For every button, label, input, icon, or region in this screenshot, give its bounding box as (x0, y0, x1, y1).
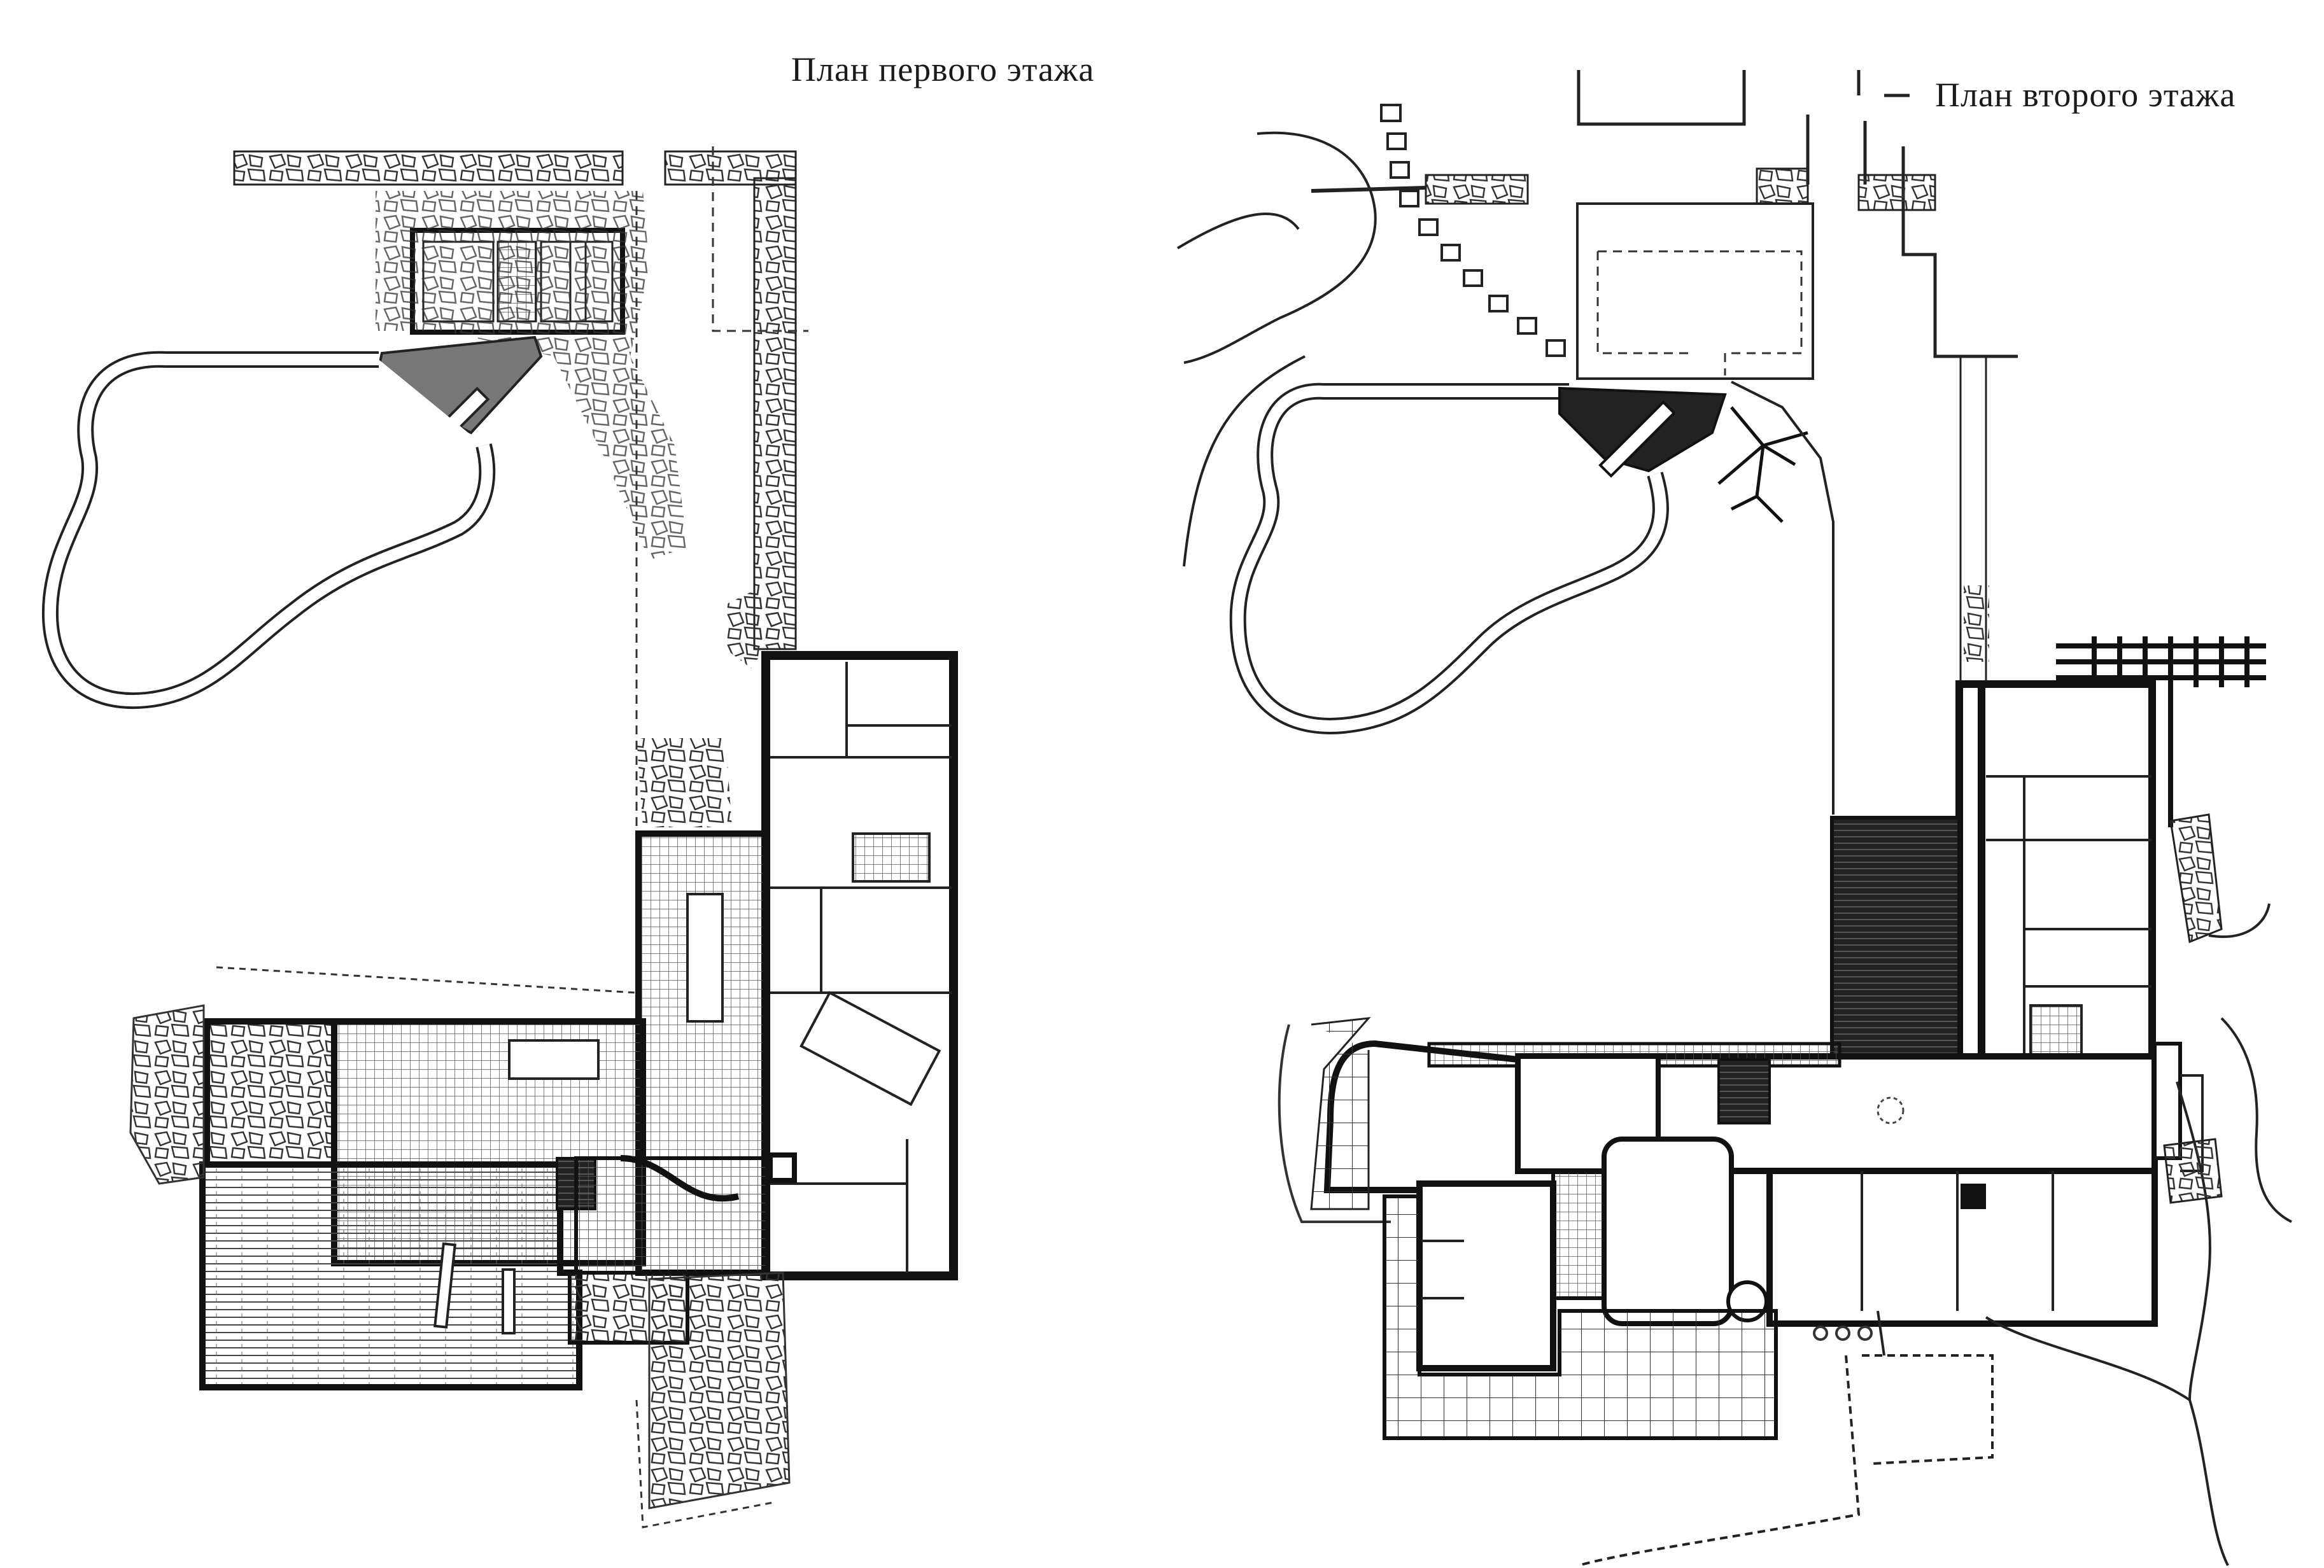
east-stepping-stones (2169, 813, 2223, 944)
first-floor-plan (41, 146, 958, 1529)
north-boundary (1577, 70, 2018, 358)
second-floor-caption: План второго этажа (1935, 76, 2236, 114)
north-stone-wall (233, 150, 624, 186)
sauna-stone-paving (376, 191, 687, 560)
east-stone-wall (753, 177, 797, 650)
tree-symbol (1717, 406, 1808, 523)
entry-lights (1813, 1326, 1873, 1341)
east-stones (1964, 585, 1989, 662)
west-rubble-garden (129, 1004, 205, 1185)
second-floor-plan (1176, 70, 2292, 1567)
bedroom-wing (761, 651, 958, 1280)
fireplace-wall (620, 1155, 740, 1202)
sauna-roof (1576, 202, 1814, 380)
north-stone-wall-4 (1857, 174, 1936, 211)
first-floor-caption: План первого этажа (791, 50, 1095, 88)
swimming-pool (41, 351, 496, 710)
courtyard-edge (635, 146, 808, 827)
first-floor-terrace (199, 1161, 582, 1390)
entry-stones (637, 738, 732, 827)
south-paths (1578, 1354, 1994, 1567)
west-paved-terrace (1310, 1017, 1371, 1210)
south-stone-path (648, 1271, 791, 1509)
courtyard-boundary-2 (1731, 381, 1835, 815)
north-stone-wall-3 (1756, 167, 1809, 205)
upper-terrace-slats (1830, 816, 1961, 1065)
south-paved-terrace (1383, 1194, 1778, 1440)
north-stone-wall-2 (1425, 174, 1529, 205)
upper-bedroom-block (1955, 680, 2156, 1063)
pool-jetty-2 (1598, 400, 1676, 478)
bedroom-wing-stones (726, 585, 783, 668)
east-stone-steps (2163, 1138, 2223, 1204)
stepping-stones (1380, 104, 1566, 357)
terrain-contours (1176, 131, 1377, 567)
